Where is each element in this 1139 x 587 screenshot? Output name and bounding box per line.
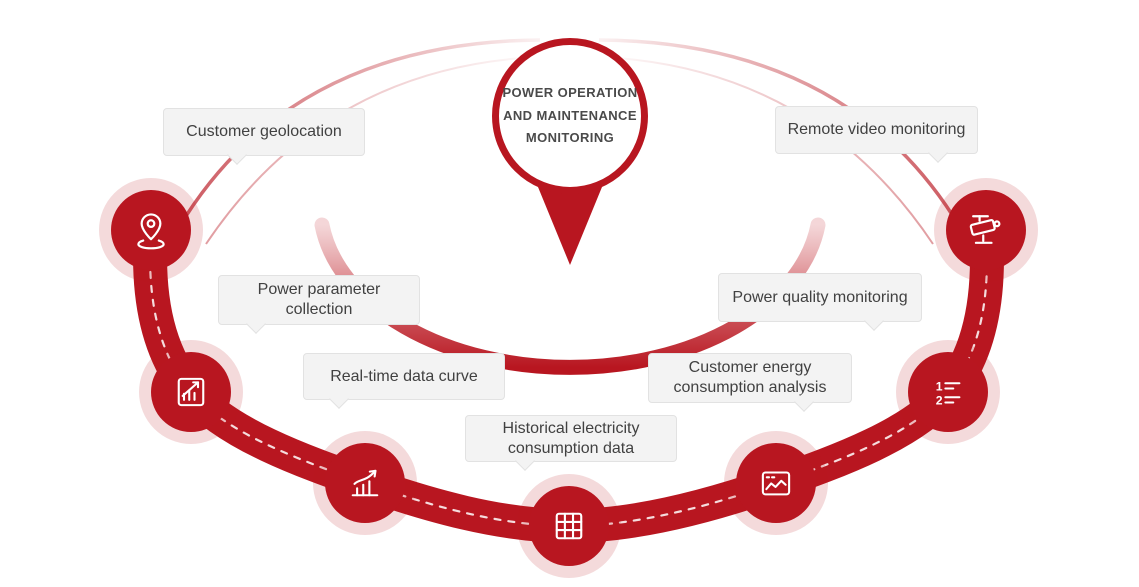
label-text: Historical electricity consumption data [502, 419, 640, 457]
cctv-camera-icon [969, 215, 1001, 244]
numbered-list-icon: 1 2 [936, 379, 961, 407]
svg-text:2: 2 [936, 393, 943, 407]
node-customer-geolocation [111, 190, 191, 270]
label-customer-energy-consumption-analysis: Customer energy consumption analysis [648, 353, 852, 412]
parameter-board-icon [177, 377, 205, 407]
data-table-icon [555, 512, 583, 540]
label-text: Power quality monitoring [732, 288, 908, 306]
label-customer-geolocation: Customer geolocation [163, 108, 365, 165]
node-remote-video-monitoring [946, 190, 1026, 270]
label-text: Customer geolocation [186, 123, 342, 140]
label-text: Power parameter collection [257, 281, 381, 318]
svg-text:1: 1 [936, 379, 943, 393]
swoosh-left-outer [184, 38, 541, 217]
center-title-line: AND MAINTENANCE [503, 107, 637, 123]
center-title-line: MONITORING [525, 130, 615, 146]
node-historical-electricity-consumption-data [529, 486, 609, 566]
swoosh-right-outer [598, 38, 955, 217]
label-text: Customer energy consumption analysis [673, 359, 827, 396]
label-text: Real-time data curve [330, 367, 478, 385]
location-pin-icon [137, 213, 165, 250]
node-real-time-data-curve [325, 443, 405, 523]
label-power-quality-monitoring: Power quality monitoring [718, 273, 922, 331]
trend-window-icon [761, 471, 791, 496]
label-real-time-data-curve: Real-time data curve [303, 353, 505, 409]
center-title-line: POWER OPERATION [502, 84, 638, 100]
node-power-quality-monitoring: 1 2 [908, 352, 988, 432]
label-text: Remote video monitoring [787, 121, 966, 138]
node-customer-energy-consumption-analysis [736, 443, 816, 523]
label-historical-electricity-consumption-data: Historical electricity consumption data [465, 415, 677, 471]
node-power-parameter-collection [151, 352, 231, 432]
center-title-badge: POWER OPERATION AND MAINTENANCE MONITORI… [492, 38, 648, 194]
bar-chart-growth-icon [351, 469, 379, 497]
label-power-parameter-collection: Power parameter collection [218, 275, 420, 334]
label-remote-video-monitoring: Remote video monitoring [775, 106, 978, 163]
